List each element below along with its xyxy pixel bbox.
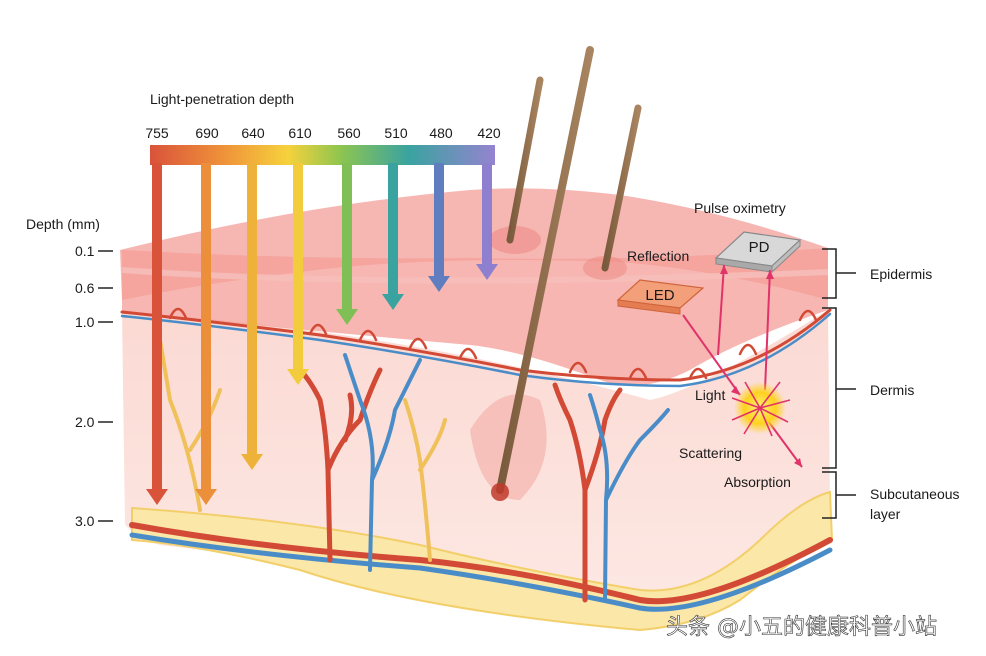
wavelength-label: 560: [337, 125, 361, 141]
led-label: LED: [645, 287, 674, 304]
depth-tick-label: 0.1: [75, 243, 95, 259]
scattering-burst: [731, 381, 791, 437]
layer-brackets: [822, 248, 856, 519]
pd-sensor: PD: [714, 231, 802, 274]
light-label: Light: [695, 387, 725, 403]
penetration-arrow-head: [146, 489, 168, 505]
penetration-arrow-shaft: [201, 163, 211, 491]
penetration-arrows: [146, 145, 498, 505]
penetration-arrow-head: [428, 276, 450, 292]
penetration-arrow-shaft: [388, 163, 398, 296]
diagram-title: Light-penetration depth: [150, 91, 294, 107]
pulse-oximetry-title: Pulse oximetry: [694, 200, 786, 216]
epidermis-label: Epidermis: [870, 266, 932, 282]
hairs: [491, 46, 642, 501]
penetration-arrow-shaft: [293, 163, 303, 371]
subcutaneous-bracket: [822, 471, 856, 519]
wavelength-label: 610: [288, 125, 312, 141]
penetration-arrow-shaft: [152, 163, 162, 491]
depth-tick-label: 3.0: [75, 513, 95, 529]
pulse-oximetry: Pulse oximetry PD LED Reflection: [616, 200, 803, 490]
penetration-arrow-head: [382, 294, 404, 310]
scattering-label: Scattering: [679, 445, 742, 461]
depth-tick-label: 1.0: [75, 314, 95, 330]
wavelength-labels: 755 690 640 610 560 510 480 420: [145, 125, 501, 141]
dermis-label: Dermis: [870, 382, 914, 398]
depth-axis-title: Depth (mm): [26, 216, 100, 232]
absorption-label: Absorption: [724, 474, 791, 490]
epidermis-bracket: [822, 248, 856, 299]
penetration-arrow-head: [195, 489, 217, 505]
watermark: 头条 @小五的健康科普小站: [666, 615, 937, 640]
led-emitter: LED: [616, 279, 705, 315]
reflection-label: Reflection: [627, 248, 689, 264]
wavelength-label: 640: [241, 125, 265, 141]
subcutaneous-label-line2: layer: [870, 506, 901, 522]
penetration-arrow-shaft: [247, 163, 257, 456]
depth-tick-label: 2.0: [75, 414, 95, 430]
penetration-arrow-head: [336, 309, 358, 325]
wavelength-label: 480: [429, 125, 453, 141]
penetration-arrow-head: [476, 264, 498, 280]
spectrum-bar: [150, 145, 495, 165]
depth-axis: Depth (mm) 0.1 0.6 1.0 2.0 3.0: [26, 216, 113, 529]
penetration-arrow-shaft: [342, 163, 352, 311]
dermis-bracket: [822, 307, 856, 469]
wavelength-label: 510: [384, 125, 408, 141]
penetration-arrow-head: [287, 369, 309, 385]
wavelength-label: 690: [195, 125, 219, 141]
penetration-arrow-head: [241, 454, 263, 470]
pd-label: PD: [749, 239, 770, 256]
wavelength-label: 755: [145, 125, 169, 141]
depth-tick-label: 0.6: [75, 280, 95, 296]
penetration-arrow-shaft: [482, 163, 492, 266]
subcutaneous-label: Subcutaneous: [870, 486, 960, 502]
penetration-arrow-shaft: [434, 163, 444, 278]
wavelength-label: 420: [477, 125, 501, 141]
